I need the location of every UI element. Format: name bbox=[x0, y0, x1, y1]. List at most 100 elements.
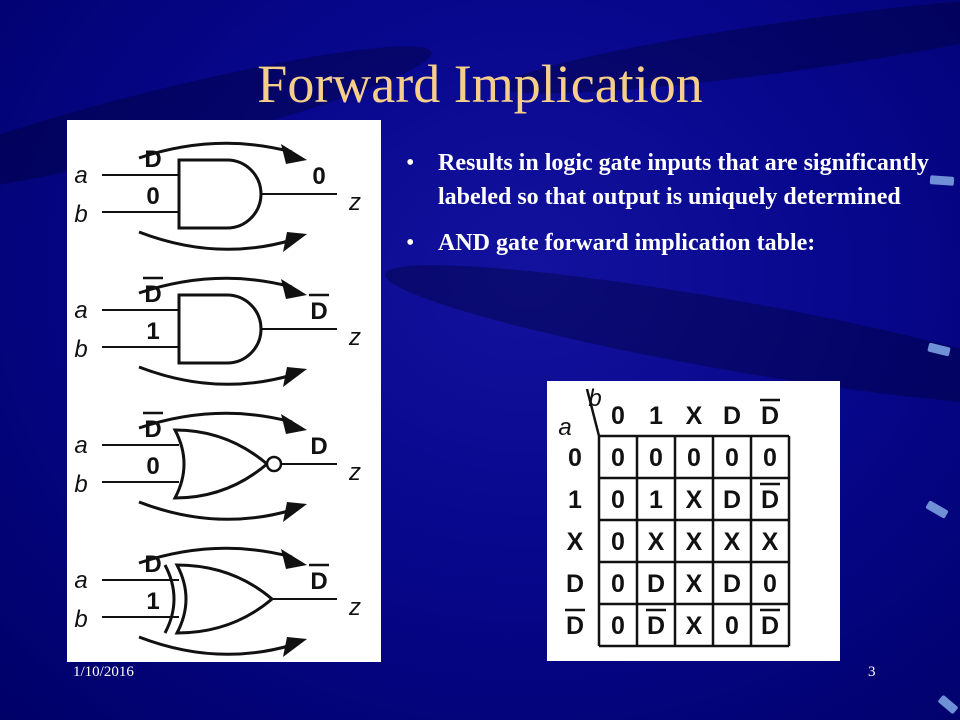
table-cell: 0 bbox=[611, 570, 625, 598]
column-header: D bbox=[723, 402, 741, 430]
input-label-b: b bbox=[74, 336, 87, 363]
table-cell: X bbox=[724, 528, 741, 556]
flow-arrow-bottom bbox=[138, 500, 293, 521]
bullet-item: • AND gate forward implication table: bbox=[400, 226, 930, 260]
input-value-a: D bbox=[144, 146, 161, 173]
table-cell: D bbox=[647, 612, 665, 640]
input-value-b: 1 bbox=[146, 588, 159, 615]
flow-arrow-top bbox=[138, 411, 293, 430]
input-value-b: 0 bbox=[146, 453, 159, 480]
bullet-icon: • bbox=[406, 230, 415, 256]
input-label-a: a bbox=[74, 567, 87, 594]
and-gate-symbol bbox=[177, 158, 263, 230]
input-label-b: b bbox=[74, 471, 87, 498]
input-label-a: a bbox=[74, 432, 87, 459]
slide-number: 3 bbox=[868, 664, 876, 680]
arrowhead-icon bbox=[283, 502, 307, 522]
arrowhead-icon bbox=[283, 232, 307, 252]
row-header: X bbox=[567, 528, 584, 556]
footer-date: 1/10/2016 bbox=[73, 664, 134, 680]
table-cell: 0 bbox=[687, 444, 701, 472]
input-value-a: D bbox=[144, 281, 161, 308]
and-gate-symbol bbox=[177, 293, 263, 365]
column-header: 1 bbox=[649, 402, 663, 430]
nor-gate-symbol bbox=[172, 428, 270, 500]
output-value: 0 bbox=[312, 163, 325, 190]
flow-arrow-top bbox=[138, 276, 293, 295]
inversion-bubble bbox=[265, 455, 283, 473]
corner-label-a: a bbox=[558, 414, 571, 441]
flow-arrow-top bbox=[138, 141, 293, 160]
accent-dash bbox=[937, 694, 959, 715]
row-header: D bbox=[566, 570, 584, 598]
table-cell: D bbox=[723, 570, 741, 598]
output-label-z: z bbox=[348, 459, 361, 486]
flow-arrow-top bbox=[138, 546, 293, 565]
output-value: D bbox=[310, 568, 327, 595]
table-cell: 0 bbox=[649, 444, 663, 472]
column-header: X bbox=[686, 402, 703, 430]
table-cell: D bbox=[761, 612, 779, 640]
input-label-a: a bbox=[74, 297, 87, 324]
bullet-text: AND gate forward implication table: bbox=[438, 230, 816, 256]
table-cell: 0 bbox=[611, 486, 625, 514]
xor-gate-extra-arc bbox=[163, 564, 176, 634]
column-header: 0 bbox=[611, 402, 625, 430]
table-cell: X bbox=[686, 570, 703, 598]
flow-arrow-bottom bbox=[138, 365, 293, 386]
table-cell: X bbox=[648, 528, 665, 556]
bullet-icon: • bbox=[406, 150, 415, 176]
arrowhead-icon bbox=[281, 279, 307, 299]
arrowhead-icon bbox=[283, 637, 307, 657]
input-value-b: 0 bbox=[146, 183, 159, 210]
table-cell: 0 bbox=[611, 612, 625, 640]
output-label-z: z bbox=[348, 324, 361, 351]
input-label-a: a bbox=[74, 162, 87, 189]
table-cell: X bbox=[686, 612, 703, 640]
table-cell: D bbox=[647, 570, 665, 598]
input-value-a: D bbox=[144, 416, 161, 443]
input-value-b: 1 bbox=[146, 318, 159, 345]
table-cell: 0 bbox=[763, 444, 777, 472]
table-cell: D bbox=[761, 486, 779, 514]
output-label-z: z bbox=[348, 594, 361, 621]
table-cell: 0 bbox=[611, 528, 625, 556]
table-cell: 0 bbox=[763, 570, 777, 598]
flow-arrow-bottom bbox=[138, 635, 293, 656]
column-header: D bbox=[761, 402, 779, 430]
table-cell: 0 bbox=[611, 444, 625, 472]
arrowhead-icon bbox=[281, 414, 307, 434]
arrowhead-icon bbox=[281, 549, 307, 569]
xor-gate-symbol bbox=[174, 563, 275, 635]
table-cell: 0 bbox=[725, 444, 739, 472]
table-cell: X bbox=[686, 528, 703, 556]
table-cell: D bbox=[723, 486, 741, 514]
slide-title: Forward Implication bbox=[257, 54, 703, 114]
bullet-text: Results in logic gate inputs that are si… bbox=[438, 150, 929, 210]
row-header: D bbox=[566, 612, 584, 640]
output-label-z: z bbox=[348, 189, 361, 216]
table-cell: X bbox=[762, 528, 779, 556]
table-cell: 1 bbox=[649, 486, 663, 514]
arrowhead-icon bbox=[281, 144, 307, 164]
row-header: 1 bbox=[568, 486, 582, 514]
accent-dash bbox=[925, 500, 949, 519]
row-header: 0 bbox=[568, 444, 582, 472]
arrowhead-icon bbox=[283, 367, 307, 387]
accent-dash bbox=[929, 175, 955, 186]
output-value: D bbox=[310, 433, 327, 460]
table-cell: 0 bbox=[725, 612, 739, 640]
corner-label-b: b bbox=[588, 385, 601, 412]
